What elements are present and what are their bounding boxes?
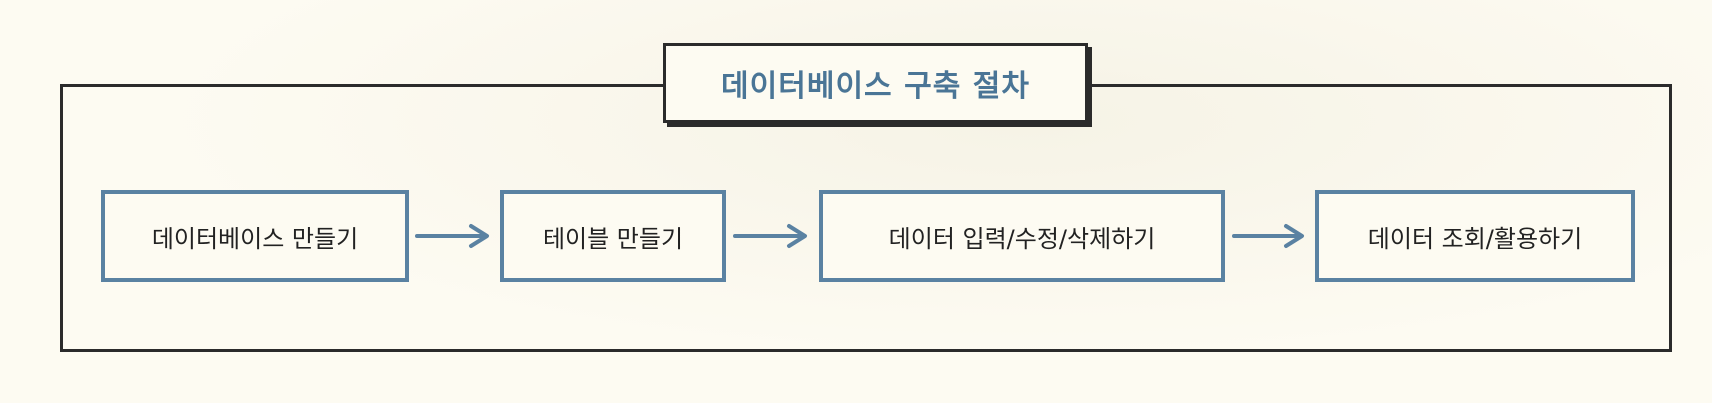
diagram-title-box: 데이터베이스 구축 절차 [663, 43, 1088, 123]
step-create-table: 테이블 만들기 [500, 190, 726, 282]
arrow-right-icon [733, 224, 807, 248]
step-label: 데이터 입력/수정/삭제하기 [888, 224, 1156, 253]
arrow-right-icon [1232, 224, 1304, 248]
step-create-database: 데이터베이스 만들기 [101, 190, 409, 282]
diagram-title: 데이터베이스 구축 절차 [721, 69, 1030, 104]
step-query-data: 데이터 조회/활용하기 [1315, 190, 1635, 282]
step-label: 데이터 조회/활용하기 [1367, 224, 1583, 253]
step-label: 데이터베이스 만들기 [151, 224, 359, 253]
step-edit-data: 데이터 입력/수정/삭제하기 [819, 190, 1225, 282]
arrow-right-icon [415, 224, 489, 248]
step-label: 테이블 만들기 [542, 224, 684, 253]
